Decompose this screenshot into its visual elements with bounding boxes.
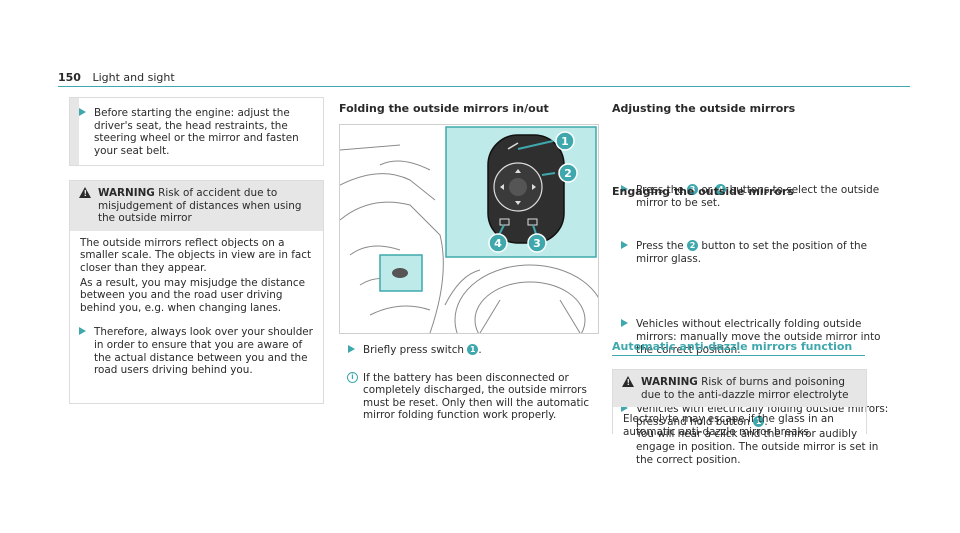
page-number: 150 [58, 71, 81, 84]
bullet-arrow-icon [79, 108, 86, 116]
warning-triangle-icon [79, 187, 91, 201]
bullet-arrow-icon [348, 345, 355, 353]
bullet-text: button to set the position of the mirror… [636, 240, 868, 265]
warning-paragraph: Electrolyte may escape if the glass in a… [623, 413, 834, 438]
number-badge: 1 [753, 415, 765, 427]
callout-2: 2 [564, 167, 572, 180]
warning-header: WARNING Risk of accident due to misjudge… [70, 181, 323, 231]
bullet-select-mirror: Press the 3 or 4 buttons to select the o… [612, 183, 891, 209]
bullet-text: You will hear a click and the mirror aud… [636, 428, 879, 466]
warning-triangle-icon [622, 376, 634, 390]
warning-paragraph: As a result, you may misjudge the distan… [80, 276, 305, 314]
warning-label: WARNING [641, 376, 698, 388]
chapter-title: Light and sight [92, 71, 175, 84]
number-badge: 4 [715, 183, 727, 195]
bullet-text: Before starting the engine: adjust the d… [94, 107, 299, 157]
heading-engaging: Engaging the outside mirrors [612, 185, 794, 198]
bullet-text: Press the [636, 183, 684, 196]
preparation-box: Before starting the engine: adjust the d… [69, 97, 324, 166]
bullet-arrow-icon [621, 241, 628, 250]
warning-header: WARNING Risk of burns and poisoning due … [613, 370, 866, 408]
bullet-text: Vehicles without electrically folding ou… [636, 318, 881, 356]
bullet-press-switch: Briefly press switch 1. [339, 344, 613, 357]
bullet-text: or [701, 183, 712, 196]
bullet-text: Briefly press switch [363, 344, 465, 356]
callout-3: 3 [533, 237, 541, 250]
punctuation: . [764, 415, 768, 428]
bullet-arrow-icon [79, 327, 86, 336]
number-badge: 2 [687, 240, 699, 252]
warning-body: The outside mirrors reflect objects on a… [70, 231, 323, 323]
info-icon: i [347, 371, 358, 383]
number-badge: 3 [687, 183, 699, 195]
section-title-anti-dazzle: Automatic anti-dazzle mirrors function [612, 340, 853, 353]
bullet-text: buttons to select the outside mirror to … [636, 183, 880, 209]
header-rule [58, 86, 910, 87]
number-badge: 1 [467, 344, 479, 355]
bullet-item: Before starting the engine: adjust the d… [70, 107, 323, 157]
warning-body: Electrolyte may escape if the glass in a… [613, 407, 866, 446]
heading-adjusting: Adjusting the outside mirrors [612, 102, 796, 115]
section-rule [612, 355, 865, 356]
box-side-bar [70, 98, 79, 165]
bullet-set-position: Press the 2 button to set the position o… [612, 240, 891, 265]
warning-paragraph: The outside mirrors reflect objects on a… [80, 236, 312, 274]
info-note: i If the battery has been disconnected o… [339, 371, 615, 422]
callout-4: 4 [494, 237, 502, 250]
bullet-arrow-icon [621, 319, 628, 328]
punctuation: . [478, 344, 482, 356]
note-text: If the battery has been disconnected or … [363, 371, 590, 422]
mirror-switch-illustration: 1 2 4 3 [339, 124, 599, 334]
bullet-text: Therefore, always look over your shoulde… [94, 326, 313, 377]
bullet-text: Press the [636, 240, 684, 253]
bullet-arrow-icon [621, 184, 628, 193]
warning-title: Risk of burns and poisoning due to the a… [641, 376, 849, 401]
warning-label: WARNING [98, 187, 155, 199]
warning-title: Risk of accident due to misjudgement of … [98, 187, 302, 225]
warning-bullet: Therefore, always look over your shoulde… [70, 326, 323, 376]
illustration-svg: 1 2 4 3 [340, 126, 598, 333]
warning-box-electrolyte: WARNING Risk of burns and poisoning due … [612, 369, 867, 438]
bullet-arrow-icon [621, 404, 628, 413]
warning-box-mirror: WARNING Risk of accident due to misjudge… [69, 180, 324, 404]
bullet-manual-fold: Vehicles without electrically folding ou… [612, 318, 891, 356]
callout-1: 1 [561, 135, 569, 148]
page-header: 150 Light and sight [58, 71, 175, 84]
section-heading-folding: Folding the outside mirrors in/out [339, 102, 549, 115]
